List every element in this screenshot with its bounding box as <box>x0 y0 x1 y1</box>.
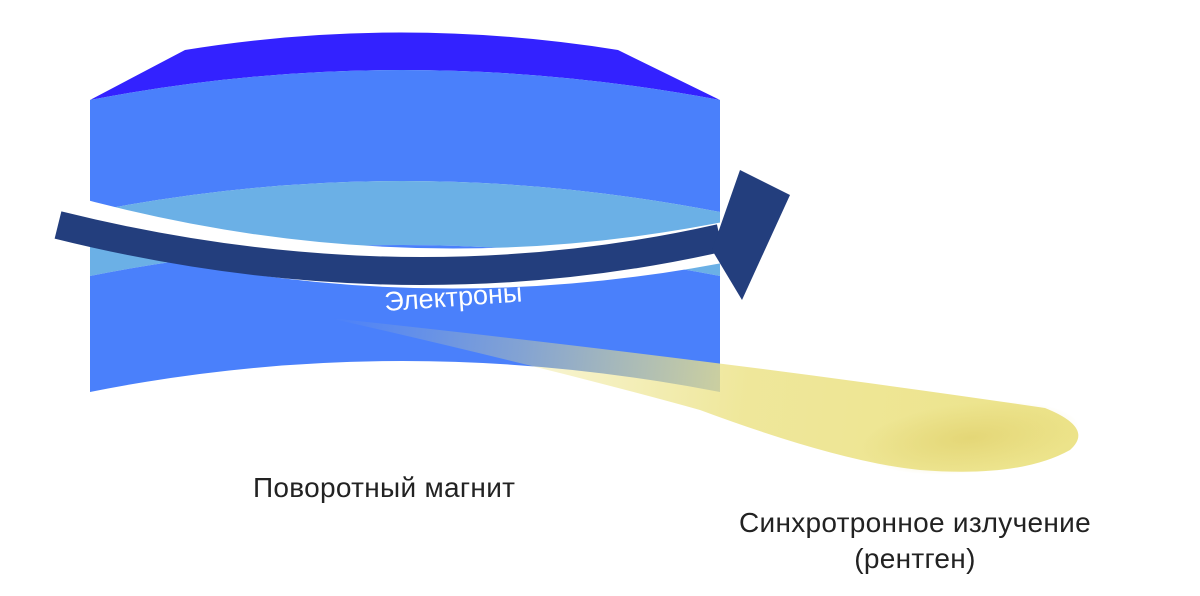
radiation-label: Синхротронное излучение (рентген) <box>700 505 1130 577</box>
electron-arrow[interactable] <box>54 211 724 286</box>
electron-arrow-head <box>712 170 790 300</box>
radiation-label-line1: Синхротронное излучение <box>739 507 1091 538</box>
magnet-upper-block <box>90 70 720 212</box>
radiation-beam <box>240 288 1079 472</box>
radiation-label-line2: (рентген) <box>854 543 976 574</box>
radiation-spot <box>860 401 1080 475</box>
magnet-top-face <box>90 32 720 100</box>
magnet-label: Поворотный магнит <box>253 472 516 503</box>
